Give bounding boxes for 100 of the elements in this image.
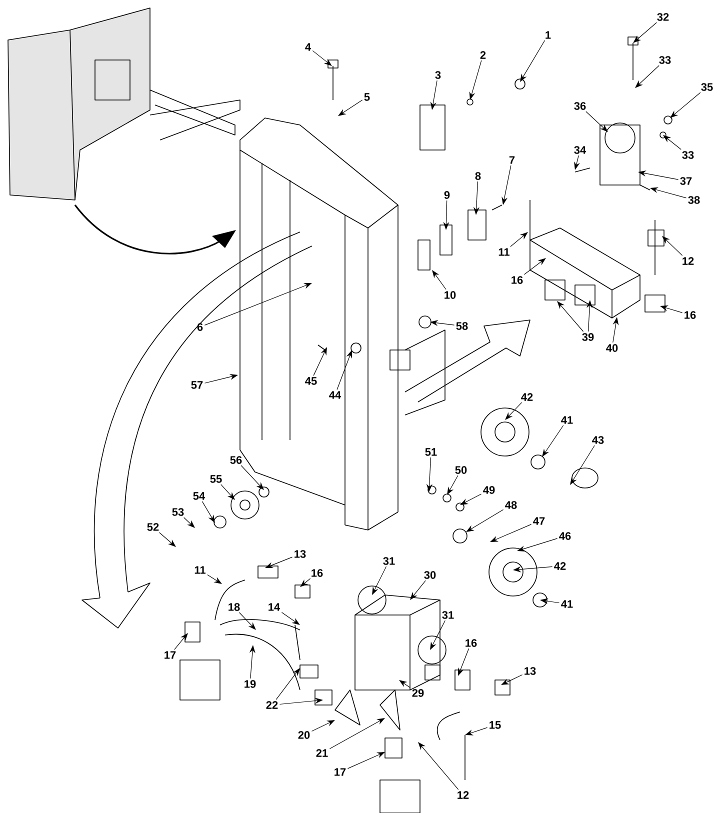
leader-line: [586, 111, 608, 132]
callout-number: 32: [657, 13, 669, 21]
callout-number: 17: [164, 651, 176, 659]
callout-number: 54: [193, 492, 206, 500]
leader-line: [524, 258, 546, 275]
leader-line: [466, 509, 504, 532]
leader-line: [460, 494, 482, 505]
callout-number: 56: [230, 456, 242, 464]
callout-number: 42: [554, 562, 566, 570]
leader-line: [240, 465, 264, 490]
leader-line: [238, 612, 256, 630]
callout-number: 58: [456, 322, 468, 330]
callout-number: 7: [509, 156, 515, 164]
callout-number: 30: [424, 571, 436, 579]
callout-number: 41: [561, 600, 573, 608]
leader-line: [312, 50, 332, 66]
leader-line: [542, 425, 564, 457]
callout-number: 34: [574, 146, 586, 154]
leader-line: [663, 135, 682, 150]
callout-number: 38: [688, 196, 700, 204]
leader-line: [418, 742, 459, 790]
leader-line: [184, 517, 195, 528]
leader-line: [505, 402, 522, 420]
callout-number: 52: [147, 523, 159, 531]
leader-line: [430, 620, 446, 650]
leader-line: [432, 270, 446, 290]
leader-line: [501, 674, 523, 685]
callout-number: 49: [483, 486, 495, 494]
callout-number: 12: [458, 791, 469, 799]
leader-line: [570, 445, 595, 485]
leader-line: [311, 720, 335, 732]
callout-number: 33: [659, 56, 671, 64]
callout-number: 42: [521, 393, 533, 401]
callout-number: 45: [305, 377, 317, 385]
callout-number: 31: [442, 611, 454, 619]
callout-number: 9: [444, 191, 450, 199]
leader-line: [635, 65, 660, 88]
callout-number: 36: [574, 102, 586, 110]
callout-number: 44: [329, 391, 342, 399]
leader-line: [372, 566, 387, 595]
callout-number: 5: [364, 93, 370, 101]
callout-number: 14: [268, 603, 280, 611]
callout-number: 35: [701, 83, 713, 91]
callout-number: 16: [684, 311, 696, 319]
leader-line: [410, 580, 426, 600]
callout-number: 40: [606, 344, 618, 352]
leader-line: [447, 475, 458, 495]
leader-line: [670, 92, 701, 118]
callout-number: 1: [546, 31, 551, 39]
callout-number: 43: [592, 436, 604, 444]
leader-line: [220, 484, 235, 500]
callout-number: 17: [334, 768, 346, 776]
callout-number: 48: [505, 501, 517, 509]
callout-number: 15: [490, 721, 501, 729]
leader-line: [633, 22, 657, 43]
callout-number: 16: [312, 569, 323, 577]
callout-number: 8: [475, 172, 481, 180]
leader-line: [557, 301, 584, 332]
callout-number: 39: [582, 333, 594, 341]
leader-line: [662, 236, 683, 256]
callout-number: 55: [210, 475, 222, 483]
callout-number: 4: [305, 43, 311, 51]
callout-number: 31: [383, 557, 395, 565]
callout-number: 10: [444, 291, 456, 299]
callout-number: 29: [412, 689, 424, 697]
callout-number: 21: [316, 749, 328, 757]
leader-line: [329, 718, 385, 750]
callout-number: 33: [682, 151, 694, 159]
leader-line: [159, 532, 176, 547]
leader-line: [399, 680, 411, 688]
leader-line: [490, 524, 532, 542]
leader-line: [510, 232, 528, 247]
callout-number: 41: [561, 416, 573, 424]
leader-line: [338, 100, 363, 116]
callout-number: 12: [682, 257, 694, 265]
callout-number: 11: [194, 566, 206, 574]
callout-number: 46: [559, 532, 571, 540]
callout-number: 20: [298, 731, 310, 739]
leader-line: [520, 40, 546, 82]
leader-line: [276, 668, 300, 700]
leader-line: [202, 501, 215, 523]
callout-number: 3: [435, 71, 441, 79]
callout-number: 50: [455, 466, 467, 474]
callout-number: 37: [680, 177, 692, 185]
callout-number: 6: [197, 323, 203, 331]
callout-number: 16: [512, 276, 523, 284]
callout-number: 53: [172, 508, 184, 516]
callout-number: 47: [533, 517, 545, 525]
callout-number: 2: [480, 51, 486, 59]
callout-number: 22: [266, 701, 278, 709]
leader-line: [207, 574, 222, 584]
callout-number: 13: [524, 667, 536, 675]
leader-line: [174, 633, 188, 650]
leader-line: [300, 578, 311, 587]
callout-number: 16: [466, 639, 477, 647]
leader-line: [347, 752, 385, 769]
leader-line: [281, 612, 300, 625]
leader-line: [313, 347, 327, 376]
callout-number: 19: [244, 680, 256, 688]
callout-number: 18: [228, 603, 240, 611]
